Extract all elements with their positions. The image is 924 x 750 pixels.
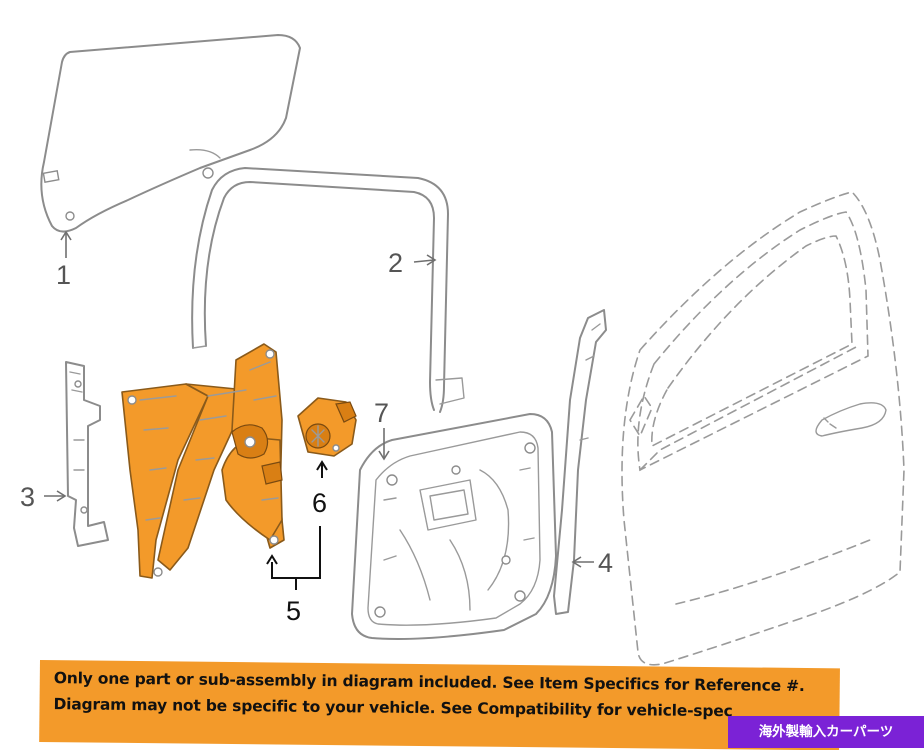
- disclaimer-line-2: Diagram may not be specific to your vehi…: [53, 695, 733, 721]
- window-regulator: [121, 343, 285, 579]
- glass-run-channel: [191, 167, 465, 413]
- arrowhead-3: [56, 490, 67, 502]
- callout-3: 3: [20, 482, 35, 512]
- leader-line-2: [413, 259, 435, 263]
- arrowhead-6: [316, 460, 328, 471]
- left-guide-rail: [65, 361, 109, 547]
- callout-1: 1: [56, 260, 71, 290]
- door-outline: [621, 191, 905, 666]
- callout-6: 6: [312, 488, 327, 518]
- callout-4: 4: [598, 548, 613, 578]
- arrowhead-4: [571, 556, 582, 568]
- callout-5: 5: [286, 596, 301, 626]
- seller-badge: 海外製輸入カーパーツ: [728, 716, 924, 748]
- callout-2: 2: [388, 248, 403, 278]
- arrowhead-2: [426, 254, 437, 266]
- arrowhead-1: [60, 230, 72, 241]
- arrowhead-7: [378, 450, 390, 461]
- bracket-5-arrow-left: [266, 554, 278, 565]
- door-panel-deadener: [351, 413, 557, 640]
- right-guide-rail: [553, 309, 607, 615]
- callout-7: 7: [374, 398, 389, 428]
- regulator-motor: [297, 397, 357, 457]
- disclaimer-banner: Only one part or sub-assembly in diagram…: [39, 660, 840, 750]
- disclaimer-line-1: Only one part or sub-assembly in diagram…: [53, 669, 805, 696]
- door-glass: [40, 34, 301, 233]
